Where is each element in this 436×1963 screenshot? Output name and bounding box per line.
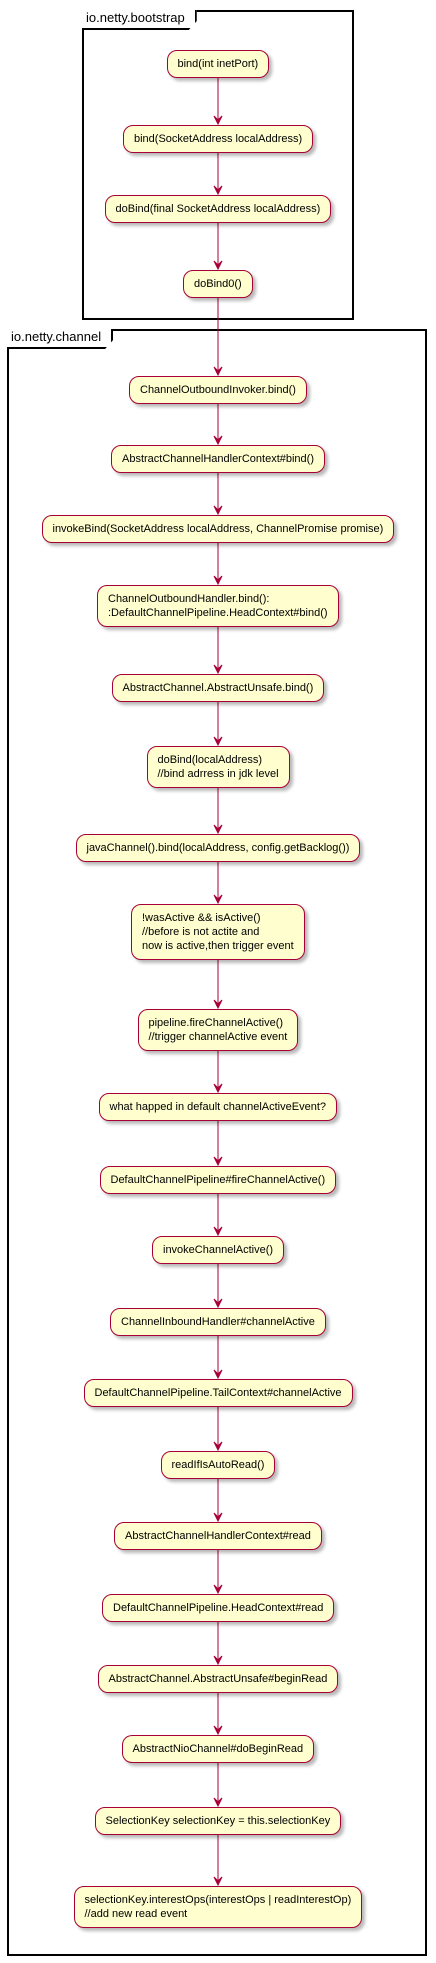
- activity-node: DefaultChannelPipeline#fireChannelActive…: [99, 1166, 337, 1194]
- activity-node-text: ChannelOutboundHandler.bind():: [108, 593, 270, 605]
- activity-node-text: AbstractChannel.AbstractUnsafe.bind(): [122, 682, 314, 694]
- activity-node: AbstractNioChannel#doBeginRead: [121, 1735, 315, 1763]
- activity-node-text: //bind adrress in jdk level: [157, 768, 279, 780]
- activity-node-text: AbstractChannelHandlerContext#read: [125, 1530, 311, 1542]
- activity-node: doBind0(): [183, 270, 253, 298]
- activity-node-text: selectionKey.interestOps(interestOps | r…: [84, 1894, 352, 1906]
- activity-node-text: DefaultChannelPipeline.TailContext#chann…: [94, 1387, 342, 1399]
- activity-node-text: invokeBind(SocketAddress localAddress, C…: [52, 523, 384, 535]
- activity-node-text: bind(SocketAddress localAddress): [134, 133, 303, 145]
- activity-node: doBind(final SocketAddress localAddress): [104, 195, 332, 223]
- activity-node: DefaultChannelPipeline.HeadContext#read: [102, 1594, 335, 1622]
- activity-node-text: !wasActive && isActive(): [142, 912, 261, 924]
- activity-node: what happed in default channelActiveEven…: [98, 1093, 337, 1121]
- package-label: io.netty.bootstrap: [82, 10, 197, 30]
- activity-node: !wasActive && isActive() //before is not …: [131, 904, 305, 960]
- activity-node-text: AbstractChannelHandlerContext#bind(): [122, 453, 314, 465]
- activity-node-text: what happed in default channelActiveEven…: [109, 1101, 327, 1113]
- activity-node: readIfIsAutoRead(): [160, 1451, 276, 1479]
- activity-node-text: ChannelOutboundInvoker.bind(): [140, 384, 296, 396]
- activity-node-text: doBind0(): [194, 278, 242, 290]
- activity-node: javaChannel().bind(localAddress, config.…: [75, 834, 361, 862]
- activity-node-text: doBind(localAddress): [157, 754, 263, 766]
- activity-node-text: invokeChannelActive(): [163, 1244, 274, 1256]
- activity-node: pipeline.fireChannelActive() //trigger ch…: [137, 1009, 299, 1051]
- package-label: io.netty.channel: [7, 329, 113, 349]
- activity-node-text: pipeline.fireChannelActive(): [148, 1017, 284, 1029]
- activity-node: doBind(localAddress) //bind adrress in jd…: [146, 746, 290, 788]
- activity-node-text: :DefaultChannelPipeline.HeadContext#bind…: [108, 607, 328, 619]
- activity-node: bind(SocketAddress localAddress): [123, 125, 314, 153]
- activity-node: invokeBind(SocketAddress localAddress, C…: [41, 515, 395, 543]
- activity-node: SelectionKey selectionKey = this.selecti…: [94, 1807, 342, 1835]
- activity-node: bind(int inetPort): [166, 50, 270, 78]
- activity-node-text: DefaultChannelPipeline.HeadContext#read: [113, 1602, 324, 1614]
- activity-node-text: //trigger channelActive event: [148, 1031, 288, 1043]
- activity-node: ChannelOutboundInvoker.bind(): [129, 376, 307, 404]
- activity-node-text: DefaultChannelPipeline#fireChannelActive…: [110, 1174, 326, 1186]
- activity-node-text: bind(int inetPort): [177, 58, 259, 70]
- activity-node-text: ChannelInboundHandler#channelActive: [121, 1316, 315, 1328]
- activity-node: AbstractChannelHandlerContext#read: [114, 1522, 322, 1550]
- activity-node-text: //add new read event: [84, 1908, 188, 1920]
- activity-node: AbstractChannel.AbstractUnsafe#beginRead: [97, 1665, 339, 1693]
- activity-node-text: SelectionKey selectionKey = this.selecti…: [105, 1815, 331, 1827]
- activity-node-text: //before is not actite and: [142, 926, 260, 938]
- activity-node-text: AbstractChannel.AbstractUnsafe#beginRead: [108, 1673, 328, 1685]
- activity-node: invokeChannelActive(): [152, 1236, 285, 1264]
- activity-node: selectionKey.interestOps(interestOps | r…: [73, 1886, 363, 1928]
- activity-node: ChannelOutboundHandler.bind()::DefaultCh…: [97, 585, 339, 627]
- activity-node: DefaultChannelPipeline.TailContext#chann…: [83, 1379, 353, 1407]
- activity-node: AbstractChannelHandlerContext#bind(): [111, 445, 325, 473]
- activity-node: ChannelInboundHandler#channelActive: [110, 1308, 326, 1336]
- activity-node: AbstractChannel.AbstractUnsafe.bind(): [111, 674, 325, 702]
- activity-node-text: readIfIsAutoRead(): [171, 1459, 265, 1471]
- activity-node-text: doBind(final SocketAddress localAddress): [115, 203, 321, 215]
- activity-node-text: AbstractNioChannel#doBeginRead: [132, 1743, 304, 1755]
- package-io-netty-channel: io.netty.channel: [7, 329, 427, 1956]
- activity-node-text: now is active,then trigger event: [142, 940, 294, 952]
- activity-node-text: javaChannel().bind(localAddress, config.…: [86, 842, 350, 854]
